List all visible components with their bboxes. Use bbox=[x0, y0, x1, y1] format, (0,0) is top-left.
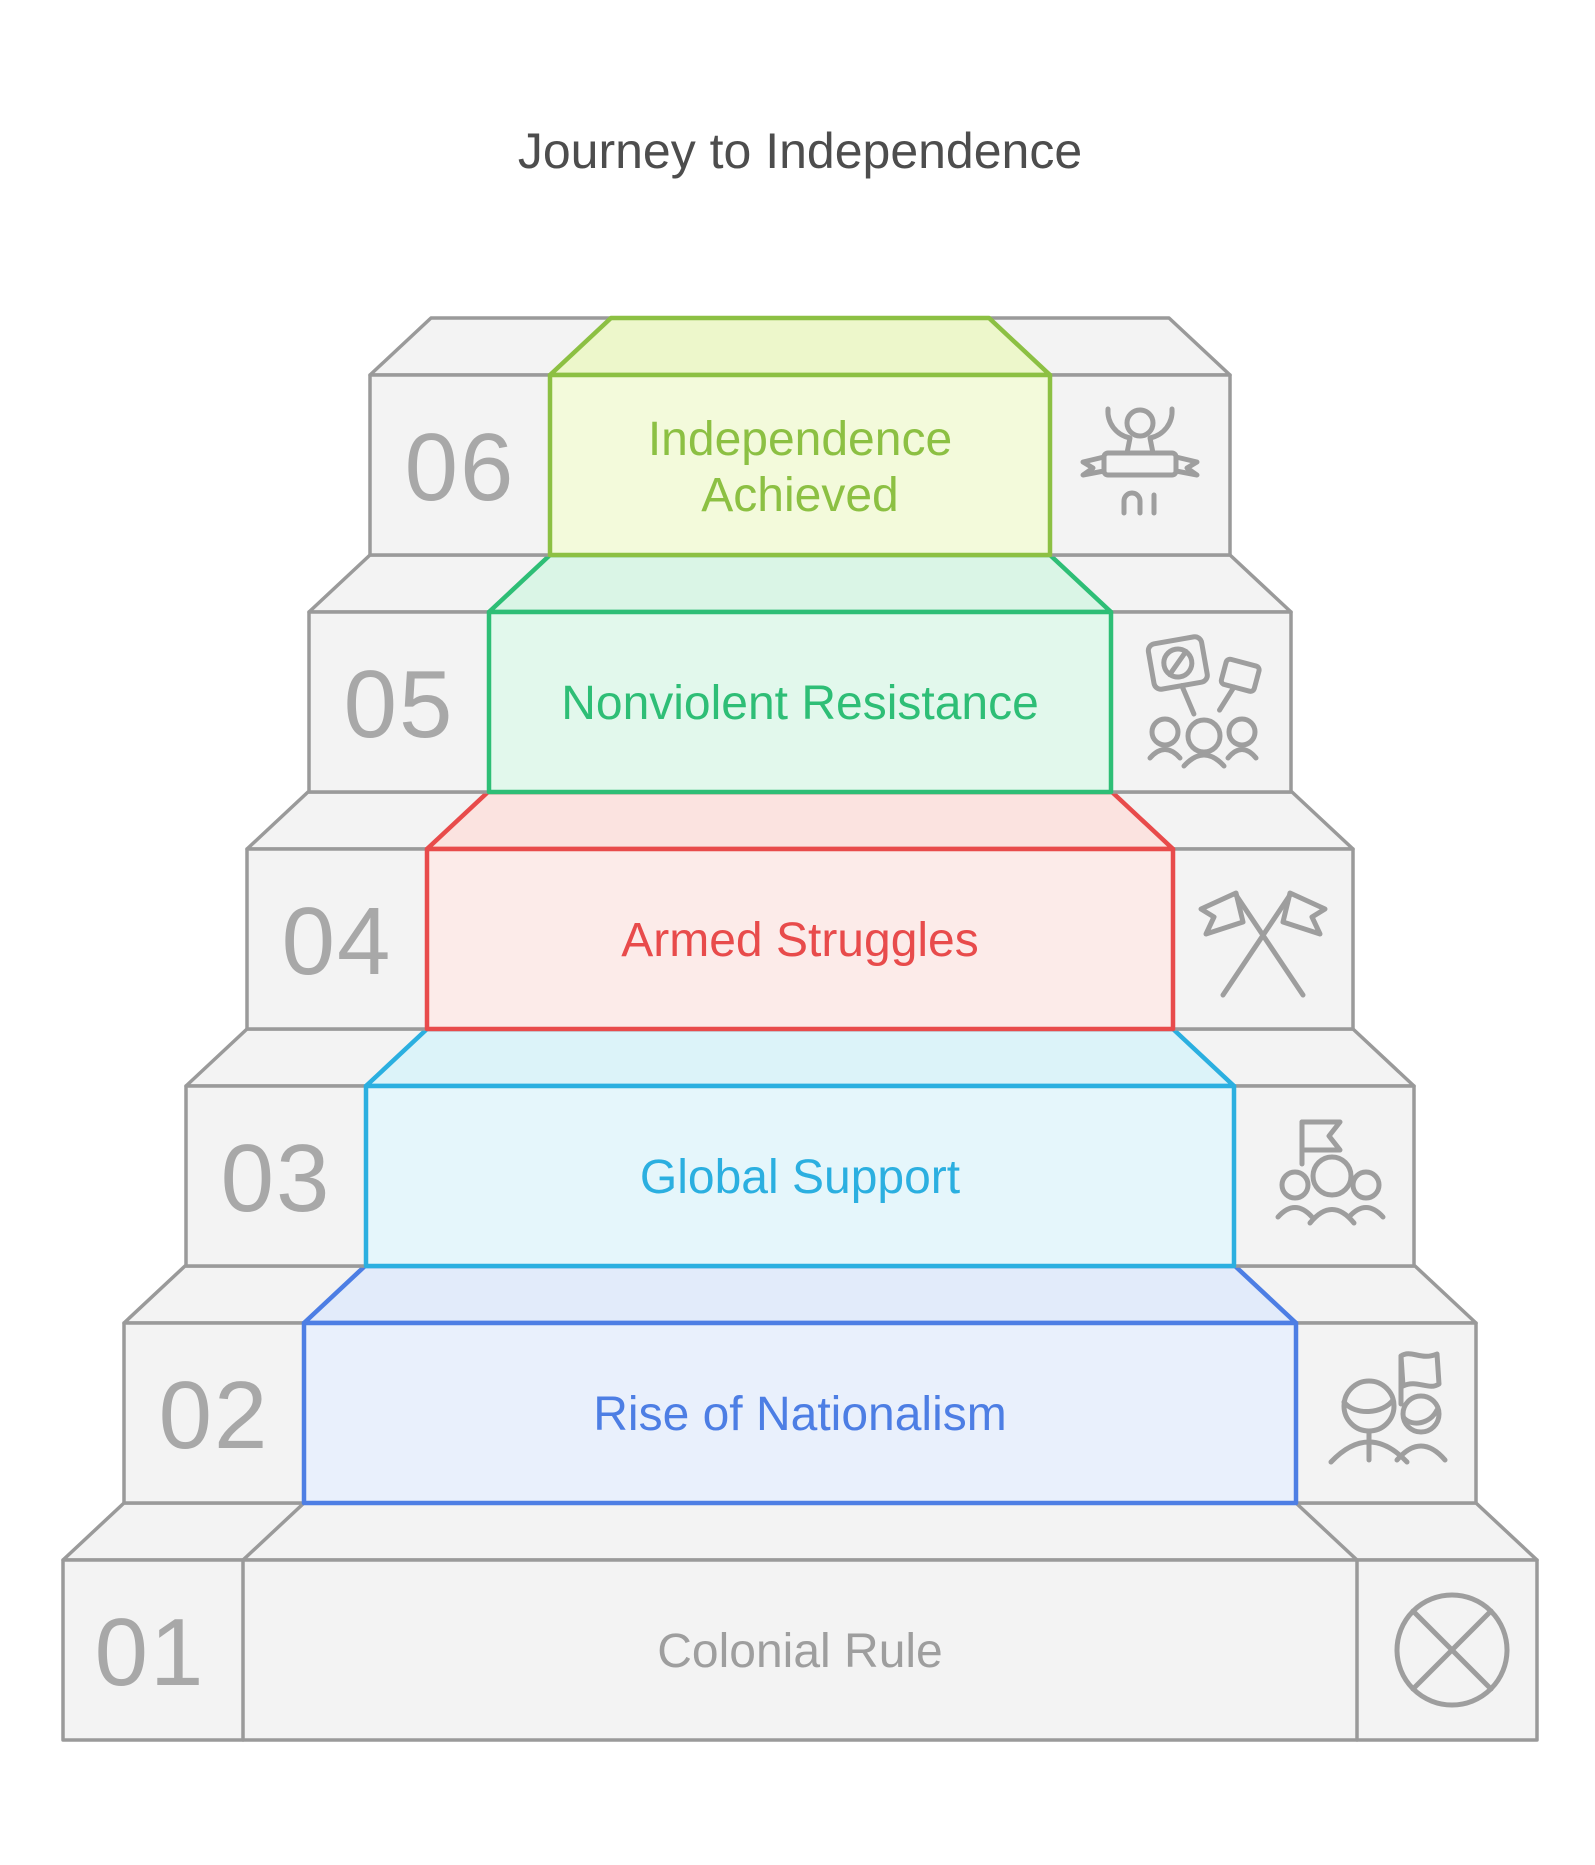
step-03-panel bbox=[363, 1083, 1237, 1269]
step-05-panel-top-face bbox=[486, 552, 1114, 615]
step-04-label: Armed Struggles bbox=[621, 914, 979, 967]
step-01-left-top-slant bbox=[241, 1501, 306, 1562]
icon-shape bbox=[1299, 1119, 1343, 1153]
step-03-number: 03 bbox=[221, 1125, 332, 1232]
icon-shape bbox=[1398, 1351, 1442, 1389]
icon-shape bbox=[1400, 1393, 1442, 1435]
step-06-panel bbox=[547, 372, 1053, 558]
icon-shape bbox=[1147, 406, 1175, 456]
icon-shape bbox=[1179, 683, 1197, 717]
step-01-front-face bbox=[61, 1558, 1539, 1742]
icon-shape bbox=[1080, 454, 1107, 478]
step-04-panel bbox=[424, 846, 1176, 1032]
step-03: 03 Global Support bbox=[184, 1026, 1416, 1269]
icon-shape bbox=[1279, 1169, 1311, 1201]
icon-shape bbox=[1198, 890, 1246, 937]
icon-shape bbox=[1394, 1443, 1448, 1463]
icon-shape bbox=[1217, 656, 1262, 713]
step-06: 06 Independence Achieved bbox=[368, 315, 1232, 558]
step-02: 02 Rise of Nationalism bbox=[122, 1263, 1478, 1506]
step-04-number: 04 bbox=[282, 888, 393, 995]
icon-shape bbox=[1218, 656, 1262, 694]
step-01-number: 01 bbox=[95, 1599, 206, 1706]
step-05-panel bbox=[486, 609, 1114, 795]
icon-shape bbox=[1225, 747, 1259, 761]
step-03-panel-top-face bbox=[363, 1026, 1237, 1089]
icon-shape bbox=[1161, 646, 1195, 680]
icon-shape bbox=[1173, 454, 1200, 478]
step-03-label: Global Support bbox=[640, 1151, 960, 1204]
icon-shape bbox=[1280, 890, 1328, 937]
step-06-label-line-1: Independence bbox=[648, 413, 952, 466]
step-04: 04 Armed Struggles bbox=[245, 789, 1355, 1032]
step-06-panel-top-face bbox=[547, 315, 1053, 378]
crossed-flags-icon bbox=[1198, 890, 1328, 998]
icon-shape bbox=[1401, 1407, 1440, 1426]
icon-shape bbox=[1307, 1207, 1357, 1226]
finish-line-winner-icon bbox=[1080, 406, 1200, 516]
icon-shape bbox=[1410, 1608, 1494, 1692]
step-05-label: Nonviolent Resistance bbox=[561, 677, 1039, 730]
icon-shape bbox=[1147, 747, 1183, 761]
icon-shape bbox=[1105, 406, 1133, 456]
step-02-label: Rise of Nationalism bbox=[593, 1388, 1006, 1441]
icon-shape bbox=[1220, 892, 1293, 998]
step-01-right-top-slant bbox=[1294, 1501, 1359, 1562]
step-01: 01 Colonial Rule bbox=[61, 1501, 1539, 1742]
icon-shape bbox=[1350, 1169, 1382, 1201]
step-05: 05 Nonviolent Resistance bbox=[307, 552, 1293, 795]
protest-placards-icon bbox=[1145, 634, 1262, 769]
icon-shape bbox=[1346, 1205, 1386, 1220]
step-05-number: 05 bbox=[344, 651, 455, 758]
icon-shape bbox=[1145, 634, 1210, 717]
step-06-label-line-2: Achieved bbox=[701, 469, 898, 522]
icon-shape bbox=[1185, 717, 1223, 755]
step-04-panel-top-face bbox=[424, 789, 1176, 852]
icon-shape bbox=[1341, 1397, 1396, 1414]
flag-team-icon bbox=[1275, 1119, 1386, 1226]
icon-shape bbox=[1226, 716, 1258, 748]
diagram-title: Journey to Independence bbox=[518, 123, 1082, 179]
step-02-panel bbox=[301, 1320, 1299, 1506]
icon-shape bbox=[1101, 450, 1179, 478]
icon-shape bbox=[1233, 892, 1306, 998]
step-06-number: 06 bbox=[405, 414, 516, 521]
icon-shape bbox=[1167, 648, 1189, 678]
step-01-top-face bbox=[61, 1501, 1539, 1562]
icon-shape bbox=[1121, 490, 1143, 516]
icon-shape bbox=[1149, 716, 1181, 748]
step-02-number: 02 bbox=[159, 1362, 270, 1469]
icon-shape bbox=[1181, 752, 1227, 769]
cancel-circle-icon bbox=[1394, 1592, 1510, 1708]
icon-shape bbox=[1275, 1205, 1315, 1220]
step-01-label: Colonial Rule bbox=[657, 1625, 943, 1678]
step-02-panel-top-face bbox=[301, 1263, 1299, 1326]
icon-shape bbox=[1217, 684, 1237, 713]
icon-shape bbox=[1394, 1592, 1510, 1708]
people-with-flags-icon bbox=[1328, 1351, 1448, 1465]
icon-shape bbox=[1124, 407, 1156, 439]
icon-shape bbox=[1310, 1154, 1354, 1198]
